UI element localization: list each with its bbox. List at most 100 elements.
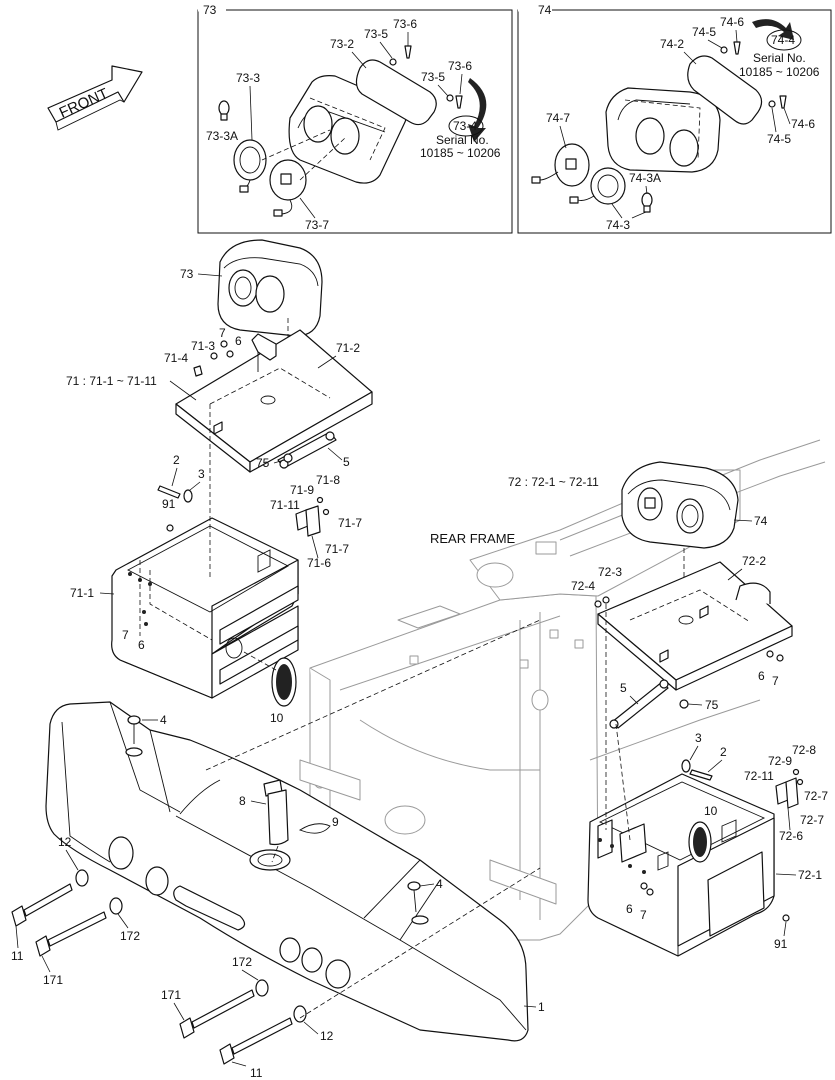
label-group-72: 72 : 72-1 ~ 72-11 [508, 475, 599, 489]
nut-75-left [283, 453, 293, 463]
washer-12-left [75, 869, 89, 887]
label-72-11: 72-11 [744, 769, 774, 783]
callout-ring-74-4 [766, 29, 802, 51]
label-73-5-side: 73-5 [421, 70, 445, 84]
lamp-74-7 [531, 143, 590, 187]
inset-73-title: 73 [203, 3, 217, 17]
hinge-71 [295, 496, 330, 537]
screw-74-6-top [733, 41, 741, 55]
nut-6-right-top [766, 650, 774, 658]
assembly-line-upper [205, 619, 541, 771]
lamp-73-3 [233, 139, 267, 193]
lamp-housing-74 [605, 87, 721, 173]
label-11-bottom: 11 [250, 1066, 263, 1080]
label-7-right: 7 [640, 908, 647, 922]
label-3-right: 3 [695, 731, 702, 745]
label-74-3A: 74-3A [629, 171, 661, 185]
label-7-left: 7 [122, 628, 129, 642]
label-6-right: 6 [626, 902, 633, 916]
label-2-right: 2 [720, 745, 727, 759]
label-73-6-top: 73-6 [393, 17, 417, 31]
serial-range-73: 10185 ~ 10206 [420, 146, 501, 160]
bracket-plate-71-2 [175, 329, 373, 473]
inset-74-title: 74 [538, 3, 552, 17]
label-12-left: 12 [58, 835, 72, 849]
washer-74-5-top [720, 46, 728, 54]
screw-73-6-top [404, 45, 412, 59]
label-72-6: 72-6 [779, 829, 803, 843]
label-74: 74 [754, 514, 768, 528]
serial-range-74: 10185 ~ 10206 [739, 65, 820, 79]
label-172-left: 172 [120, 929, 140, 943]
label-75-right: 75 [705, 698, 719, 712]
label-4-top: 4 [160, 713, 167, 727]
nut-75-right [679, 699, 689, 709]
label-72-1: 72-1 [798, 868, 822, 882]
callout-73-4: 73-4 [453, 119, 477, 133]
screw-91-right [782, 914, 790, 922]
rear-frame-label: REAR FRAME [430, 531, 516, 546]
label-71-3: 71-3 [191, 339, 215, 353]
label-72-7-a: 72-7 [804, 789, 828, 803]
label-group-71: 71 : 71-1 ~ 71-11 [66, 374, 157, 388]
washer-73-5-top [389, 58, 397, 66]
washer-3-left [183, 489, 193, 503]
label-73-7: 73-7 [305, 218, 329, 232]
washer-172-bottom [255, 979, 269, 997]
lamp-assembly-73 [217, 239, 323, 337]
front-arrow: FRONT [47, 65, 143, 131]
grommet-10-left [271, 657, 297, 707]
bolt-171-left [35, 911, 107, 957]
serial-label-73: Serial No. [436, 133, 489, 147]
label-9: 9 [332, 815, 339, 829]
bracket-plate-72-2 [597, 561, 793, 691]
hinge-72 [775, 768, 804, 809]
label-73-3: 73-3 [236, 71, 260, 85]
label-71-8: 71-8 [316, 473, 340, 487]
callout-74-4: 74-4 [771, 33, 795, 47]
washer-172-left [109, 897, 123, 915]
bolt-2-left [157, 485, 181, 499]
label-74-5-side: 74-5 [767, 132, 791, 146]
lamp-assembly-74 [621, 461, 739, 549]
bolt-171-bottom [179, 989, 255, 1039]
label-5-right: 5 [620, 681, 627, 695]
label-75-left: 75 [256, 456, 270, 470]
callout-arrow-73 [468, 78, 487, 142]
front-label: FRONT [57, 85, 111, 122]
nut-6-top [226, 350, 234, 358]
bolt-2-right [689, 769, 713, 781]
serial-label-74: Serial No. [753, 51, 806, 65]
label-72-9: 72-9 [768, 754, 792, 768]
label-172-bottom: 172 [232, 955, 252, 969]
grommet-10-right [688, 821, 712, 863]
plug-4-bottom [407, 881, 421, 913]
label-6-right-top: 6 [758, 669, 765, 683]
inset-73: 73 [197, 3, 513, 234]
label-74-6-top: 74-6 [720, 15, 744, 29]
label-11-left: 11 [11, 949, 24, 963]
gas-spring-5-right [609, 679, 669, 729]
bulb-74-3A [641, 192, 653, 213]
screw-73-6-side [455, 95, 463, 109]
lamp-74-3 [569, 167, 626, 205]
washer-3-right [681, 759, 691, 773]
washer-74-5-side [768, 100, 776, 108]
nut-6-right [640, 882, 648, 890]
screw-91-left [166, 524, 174, 532]
label-91-right: 91 [774, 937, 788, 951]
callout-arrow-74 [752, 19, 794, 40]
washer-7-right-top [776, 654, 784, 662]
label-2-left: 2 [173, 453, 180, 467]
bulb-73-3A [218, 100, 230, 121]
screw-72-3 [602, 596, 610, 604]
label-171-bottom: 171 [161, 988, 181, 1002]
label-74-7: 74-7 [546, 111, 570, 125]
label-71-1: 71-1 [70, 586, 94, 600]
label-7-right-top: 7 [772, 674, 779, 688]
washer-71-3 [210, 352, 218, 360]
label-71-9: 71-9 [290, 483, 314, 497]
label-73-3A: 73-3A [206, 129, 238, 143]
washer-12-bottom [293, 1005, 307, 1023]
